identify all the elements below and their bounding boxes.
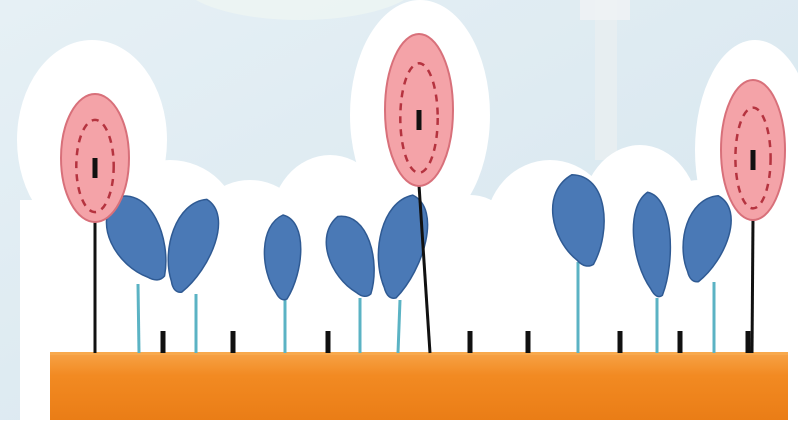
black-tether	[752, 218, 753, 353]
background-post	[595, 0, 617, 160]
background-post-cap	[580, 0, 630, 20]
probe-core-bar	[751, 150, 756, 170]
black-stub	[746, 331, 751, 353]
black-stub	[231, 331, 236, 353]
probe-core-bar	[93, 158, 98, 178]
teal-linker	[138, 284, 139, 353]
black-stub	[326, 331, 331, 353]
teal-linker	[398, 300, 400, 353]
black-stub	[161, 331, 166, 353]
black-stub	[618, 331, 623, 353]
black-stub	[468, 331, 473, 353]
probe-core-bar	[417, 110, 422, 130]
black-stub	[678, 331, 683, 353]
black-stub	[526, 331, 531, 353]
orange-substrate	[50, 352, 788, 420]
